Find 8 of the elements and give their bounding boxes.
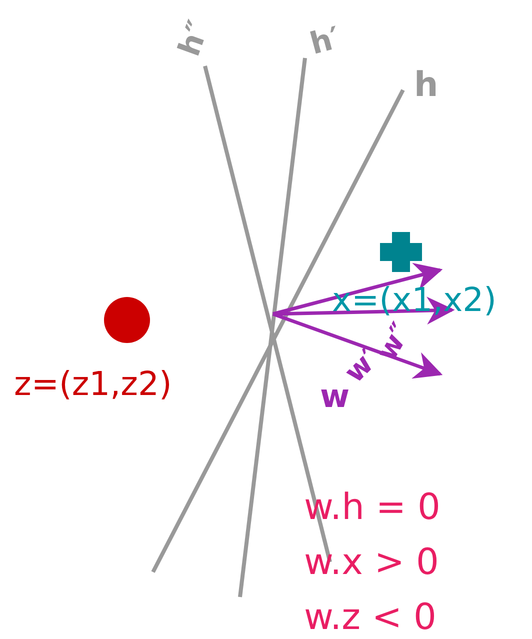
vector-label: w — [320, 380, 350, 412]
line-label: h′ — [307, 23, 344, 60]
equation-text: w.x > 0 — [304, 545, 439, 581]
point-label: z=(z1,z2) — [14, 367, 172, 400]
line-label: h — [414, 68, 438, 102]
equation-text: w.h = 0 — [304, 490, 440, 526]
line-label: h″ — [174, 17, 215, 60]
equation-text: w.z < 0 — [304, 600, 436, 636]
